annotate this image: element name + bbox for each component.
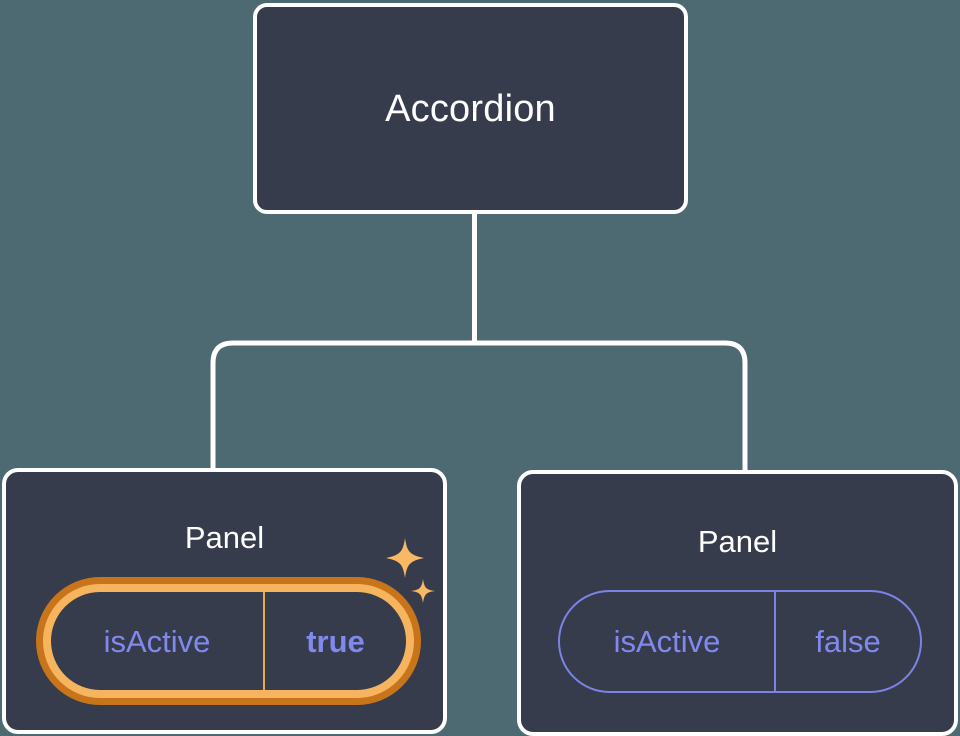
edge-to-panel-right [474,340,748,472]
node-accordion[interactable]: Accordion [253,3,688,214]
prop-pill-inner: isActive true [43,584,414,698]
prop-pill-isactive-true[interactable]: isActive true [36,577,421,705]
prop-pill-isactive-false[interactable]: isActive false [558,590,922,693]
node-panel-right-label: Panel [697,524,778,559]
prop-value: false [774,592,920,691]
node-panel-left-label: Panel [184,520,265,555]
prop-key: isActive [613,624,721,659]
node-accordion-label: Accordion [385,87,556,130]
edge-to-panel-left [210,340,475,470]
prop-key: isActive [103,623,211,659]
prop-value: true [263,592,406,690]
